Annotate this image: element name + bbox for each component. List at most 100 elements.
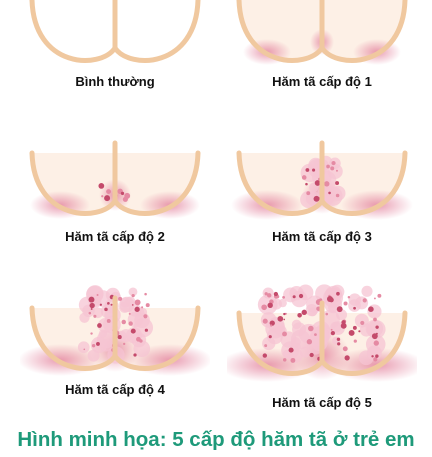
rash-spot [373,317,377,322]
rash-spot [262,353,268,358]
rash-spot [373,357,378,362]
rash-spot [375,325,379,329]
rash-spot [347,296,351,299]
buttocks-illustration-level-4 [20,285,210,376]
panel-level-5: Hăm tã cấp độ 5 [227,283,417,418]
rash-spot [89,302,95,309]
rash-spot [373,340,379,346]
rash-spot [371,333,378,340]
rash-spot [335,169,338,172]
rash-cloud [300,190,318,209]
rash-spot [292,295,296,299]
rash-spot [306,191,311,196]
rash-spot [130,328,136,334]
rash-spot [353,339,357,343]
rash-spot [328,191,331,195]
rash-spot [110,303,113,306]
rash-spot [348,329,355,336]
rash-spot [314,180,321,186]
rash-spot [301,175,307,180]
rash-spot [134,306,140,312]
rash-spot [375,332,378,335]
label-level-4: Hăm tã cấp độ 4 [65,382,165,397]
rash-spot [88,311,92,315]
rash-spot [120,191,125,196]
rash-spot [313,195,320,202]
rash-spot [277,315,284,322]
rash-spot [98,183,105,189]
rash-cloud [119,329,133,342]
buttocks-illustration-normal [29,0,201,63]
rash-spot [337,342,341,346]
rash-spot [336,337,341,342]
rash-spot [282,358,287,362]
rash-spot [106,189,112,194]
rash-spot [128,321,133,326]
right-cheek-outline [112,150,201,216]
rash-spot [368,306,374,313]
rash-spot [83,348,86,351]
right-cheek-outline [319,150,408,216]
rash-spot [330,166,335,171]
label-level-3: Hăm tã cấp độ 3 [272,229,372,244]
right-cheek-outline [112,305,201,371]
figure-caption: Hình minh họa: 5 cấp độ hăm tã ở trẻ em [17,428,415,451]
rash-spot [283,318,286,321]
rash-spot [144,292,147,296]
rash-spot [139,339,143,343]
rash-spot [106,319,111,323]
rash-spot [335,193,340,198]
rash-spot [96,341,100,346]
rash-spot [282,296,285,299]
rash-spot [117,335,122,340]
rash-cloud [77,341,90,354]
rash-spot [301,309,307,316]
rash-spot [104,307,108,312]
rash-cloud [87,349,100,362]
rash-cloud [283,287,299,303]
rash-spot [352,325,357,330]
rash-spot [288,347,294,353]
buttocks-illustration-level-1 [236,0,408,65]
rash-spot [141,306,144,309]
rash-spot [330,328,333,331]
rash-spot [128,312,131,315]
rash-spot [267,302,273,308]
left-cheek-outline [29,305,118,371]
rash-spot [353,306,356,310]
rash-cloud [291,319,302,330]
rash-spot [144,328,148,332]
left-cheek-outline [236,0,325,63]
panel-level-1: Hăm tã cấp độ 1 [227,0,417,100]
rash-spot [324,181,330,187]
rash-spot [262,318,268,324]
rash-spot [330,331,336,336]
rash-cloud [330,185,346,201]
buttocks-illustration-level-3 [231,140,413,220]
rash-spot [326,296,333,302]
rash-spot [97,323,102,328]
rash-spot [290,357,296,363]
rash-cloud [361,285,373,297]
rash-spot [264,292,268,296]
rash-spot [305,168,310,172]
left-cheek-outline [29,150,118,216]
rash-spot [360,320,365,325]
rash-spot [305,182,308,186]
rash-spot [266,293,272,298]
rash-cloud [125,296,136,307]
label-level-5: Hăm tã cấp độ 5 [272,395,372,410]
rash-spot [261,304,267,311]
rash-spot [371,355,374,358]
rash-spot [309,352,314,358]
rash-spot [377,293,382,298]
rash-spot [101,195,104,198]
rash-spot [121,319,126,325]
rash-spot [99,303,102,306]
rash-cloud [366,320,386,339]
rash-spot [308,325,314,332]
rash-spot [134,299,141,306]
rash-spot [273,291,279,297]
rash-spot [336,306,343,313]
label-level-2: Hăm tã cấp độ 2 [65,229,165,244]
